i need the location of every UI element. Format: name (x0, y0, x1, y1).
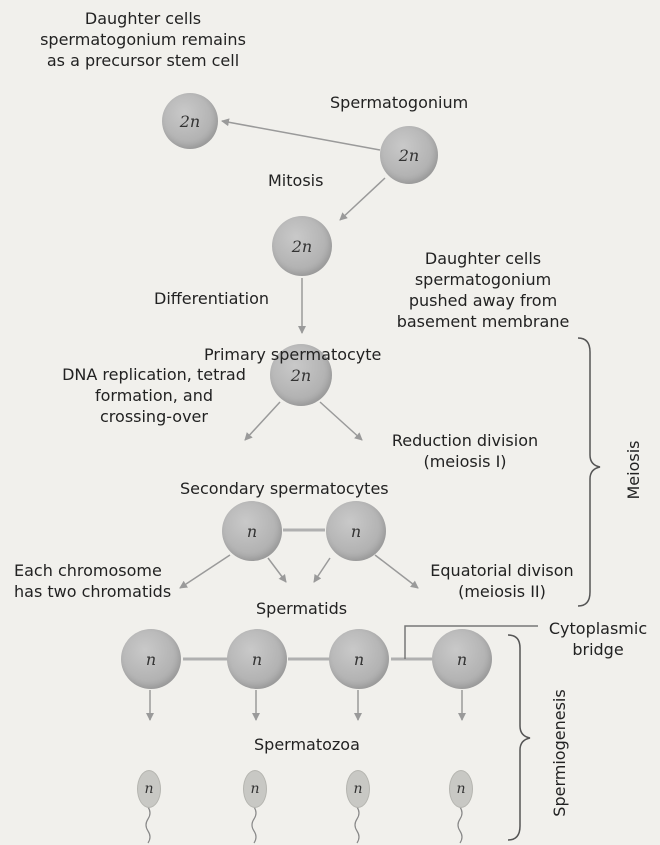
arrow-meiosis1-left (244, 401, 281, 441)
spermatozoon-head: n (243, 770, 267, 808)
label-spermiogenesis: Spermiogenesis (550, 689, 569, 817)
label-spermatids: Spermatids (256, 599, 348, 618)
sperm-tail-4 (457, 806, 463, 844)
ploidy-label: n (353, 781, 363, 797)
spermatid-cell: n (121, 629, 181, 689)
ploidy-label: 2n (179, 111, 201, 131)
arrow-to-stem-cell (221, 118, 381, 151)
meiosis-brace (577, 337, 601, 607)
ploidy-label: n (246, 521, 258, 541)
spermatid-cell: n (329, 629, 389, 689)
ploidy-label: n (350, 521, 362, 541)
sperm-tail-3 (354, 806, 360, 844)
arrow-mitosis (339, 177, 386, 221)
label-daughter-pushed: Daughter cells spermatogonium pushed awa… (396, 249, 570, 331)
primary-spermatocyte-cell: 2n (270, 344, 332, 406)
spermatogonium-cell: 2n (380, 126, 438, 184)
secondary-spermatocyte-cell: n (222, 501, 282, 561)
label-mitosis: Mitosis (268, 171, 324, 190)
ploidy-label: n (250, 781, 260, 797)
arrow-meiosis1-right (319, 401, 363, 441)
spermiogenesis-brace (507, 634, 531, 841)
sperm-tail-2 (251, 806, 257, 844)
ploidy-label: 2n (291, 236, 313, 256)
ploidy-label: n (251, 649, 263, 669)
spermatid-cell: n (227, 629, 287, 689)
label-primary-spermatocyte: Primary spermatocyte (204, 345, 382, 364)
spermatid-cell: n (432, 629, 492, 689)
cytoplasmic-bridge-leader (404, 625, 538, 659)
label-spermatogonium: Spermatogonium (330, 93, 469, 112)
ploidy-label: n (145, 649, 157, 669)
label-dna-replication: DNA replication, tetrad formation, and c… (62, 365, 246, 426)
spermatozoon-head: n (137, 770, 161, 808)
label-spermatozoa: Spermatozoa (254, 735, 360, 754)
arrow-meiosis2-1 (179, 554, 231, 589)
sperm-tail-1 (145, 806, 151, 844)
ploidy-label: 2n (290, 365, 312, 385)
stem-cell: 2n (162, 93, 218, 149)
arrow-meiosis2-2 (267, 557, 287, 583)
label-each-chromosome: Each chromosome has two chromatids (14, 561, 172, 601)
secondary-spermatocyte-cell: n (326, 501, 386, 561)
spermatozoon-head: n (449, 770, 473, 808)
label-meiosis: Meiosis (624, 440, 643, 500)
label-secondary-spermatocytes: Secondary spermatocytes (180, 479, 389, 498)
label-equatorial-division: Equatorial divison (meiosis II) (430, 561, 574, 601)
arrow-meiosis2-4 (374, 554, 419, 589)
label-cytoplasmic-bridge: Cytoplasmic bridge (548, 619, 648, 659)
daughter-spermatogonium-cell: 2n (272, 216, 332, 276)
ploidy-label: n (456, 649, 468, 669)
label-reduction-division: Reduction division (meiosis I) (391, 431, 539, 471)
ploidy-label: n (144, 781, 154, 797)
spermatozoon-head: n (346, 770, 370, 808)
label-daughter-stem-cell: Daughter cells spermatogonium remains as… (40, 9, 246, 70)
arrow-meiosis2-3 (313, 557, 331, 583)
ploidy-label: 2n (398, 145, 420, 165)
label-differentiation: Differentiation (154, 289, 270, 308)
ploidy-label: n (456, 781, 466, 797)
ploidy-label: n (353, 649, 365, 669)
